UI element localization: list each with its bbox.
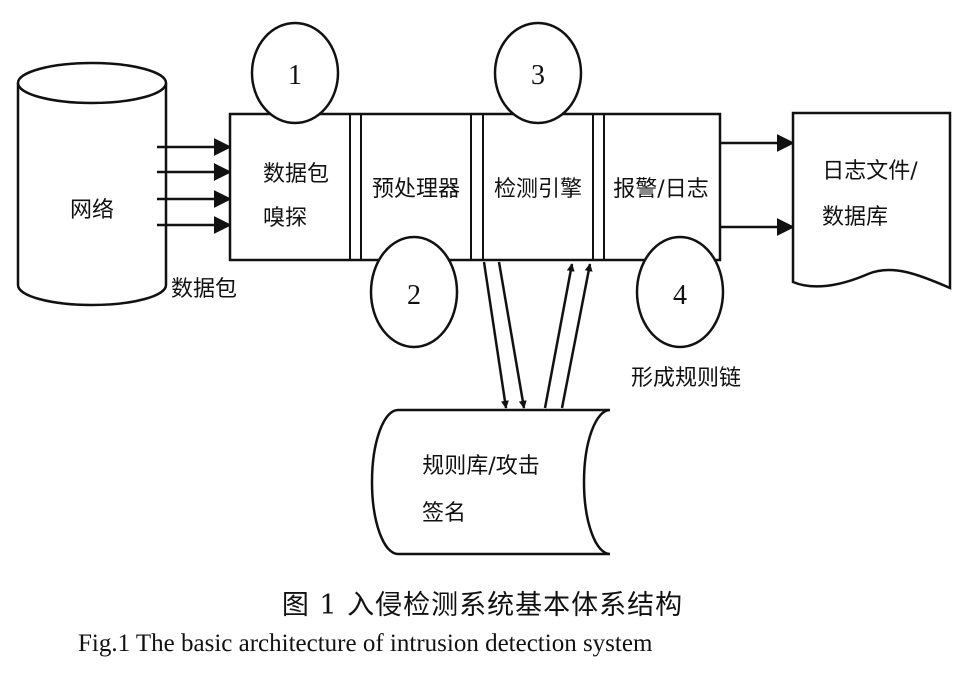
stage-sniffer-line2: 嗅探 bbox=[263, 206, 307, 231]
stage-sniffer-line1: 数据包 bbox=[263, 162, 329, 187]
down-arrow bbox=[497, 261, 527, 409]
rule-chain-label: 形成规则链 bbox=[631, 366, 741, 391]
up-arrow bbox=[543, 263, 575, 409]
up-arrow bbox=[560, 263, 593, 409]
rules-db-line2: 签名 bbox=[422, 501, 466, 526]
stage-detection-engine: 检测引擎 bbox=[494, 177, 582, 202]
circle-1: 1 bbox=[250, 21, 340, 125]
circle-1-number: 1 bbox=[288, 60, 302, 91]
circle-4-number: 4 bbox=[673, 280, 687, 311]
log-file-line1: 日志文件/ bbox=[822, 159, 918, 184]
figure-caption-english: Fig.1 The basic architecture of intrusio… bbox=[78, 630, 653, 657]
stage-preprocessor: 预处理器 bbox=[372, 177, 460, 202]
packets-label: 数据包 bbox=[171, 277, 237, 302]
down-arrow bbox=[482, 261, 509, 409]
packet-input-arrows bbox=[157, 138, 232, 234]
log-file-document: 日志文件/ 数据库 bbox=[791, 111, 952, 290]
circle-2-number: 2 bbox=[407, 280, 421, 311]
circle-3-number: 3 bbox=[531, 60, 545, 91]
figure-caption-chinese: 图 1 入侵检测系统基本体系结构 bbox=[281, 590, 684, 621]
rules-exchange-arrows bbox=[482, 261, 593, 409]
circle-4: 4 bbox=[635, 235, 725, 349]
rules-database: 规则库/攻击 签名 bbox=[370, 408, 611, 556]
log-file-line2: 数据库 bbox=[822, 205, 888, 230]
network-cylinder: 网络 bbox=[16, 61, 168, 307]
network-label: 网络 bbox=[70, 198, 114, 223]
circle-3: 3 bbox=[493, 21, 583, 125]
circle-2: 2 bbox=[369, 235, 459, 349]
stage-alert-log: 报警/日志 bbox=[613, 177, 708, 202]
rules-db-line1: 规则库/攻击 bbox=[422, 454, 539, 479]
pipeline-box bbox=[228, 112, 722, 262]
log-output-arrows bbox=[720, 134, 795, 236]
